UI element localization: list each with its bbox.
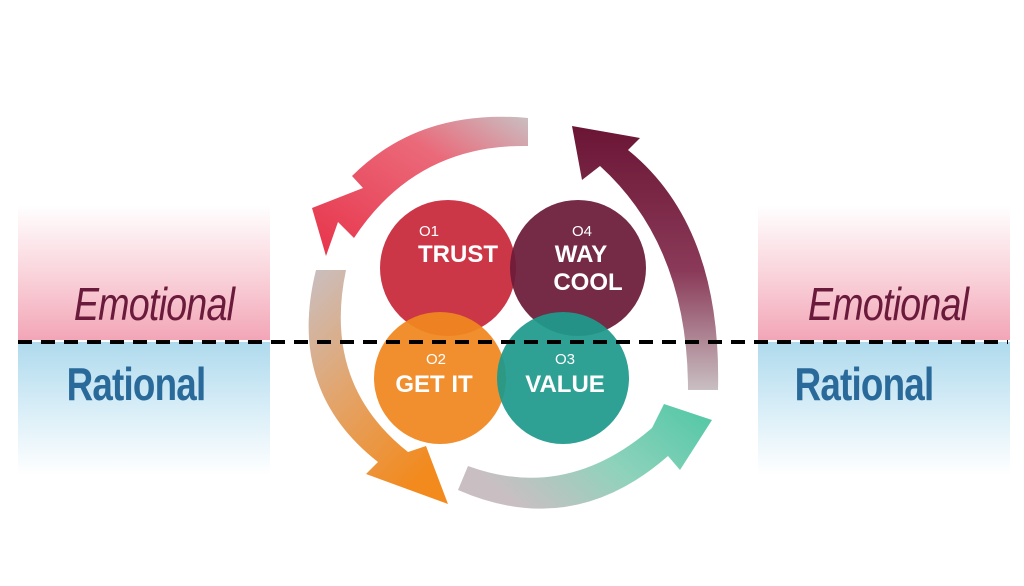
arrow-teal	[458, 404, 712, 509]
stage-number-value: O3	[555, 351, 575, 368]
emotional-band-left	[18, 205, 270, 340]
stage-number-trust: O1	[419, 223, 439, 240]
emotional-label-right: Emotional	[807, 278, 969, 330]
arrow-red	[312, 116, 528, 256]
stage-labels: O1 TRUST O4 WAY COOL O2 GET IT O3 VALUE	[395, 223, 622, 398]
rational-label-right: Rational	[794, 358, 935, 410]
stage-name-trust: TRUST	[418, 241, 498, 268]
left-panel: Emotional Rational	[18, 205, 270, 475]
arrow-orange	[308, 270, 448, 504]
rational-band-right	[758, 342, 1010, 475]
stage-name-value: VALUE	[525, 371, 605, 398]
stage-name-way: WAY	[555, 241, 607, 268]
stage-circle-value	[497, 312, 629, 444]
arrow-maroon	[572, 126, 719, 390]
emotional-band-right	[758, 205, 1010, 340]
rational-band-left	[18, 342, 270, 475]
stage-circle-way-cool	[510, 200, 646, 336]
stage-name-cool: COOL	[553, 269, 622, 296]
stage-circle-get-it	[374, 312, 506, 444]
stage-number-way-cool: O4	[572, 223, 592, 240]
stage-name-get-it: GET IT	[395, 371, 473, 398]
stage-number-get-it: O2	[426, 351, 446, 368]
stage-circle-trust	[380, 200, 516, 336]
cycle-arrows	[308, 116, 719, 509]
right-panel: Emotional Rational	[758, 205, 1010, 475]
stage-circles	[374, 200, 646, 444]
rational-label-left: Rational	[66, 358, 207, 410]
emotional-label-left: Emotional	[73, 278, 235, 330]
